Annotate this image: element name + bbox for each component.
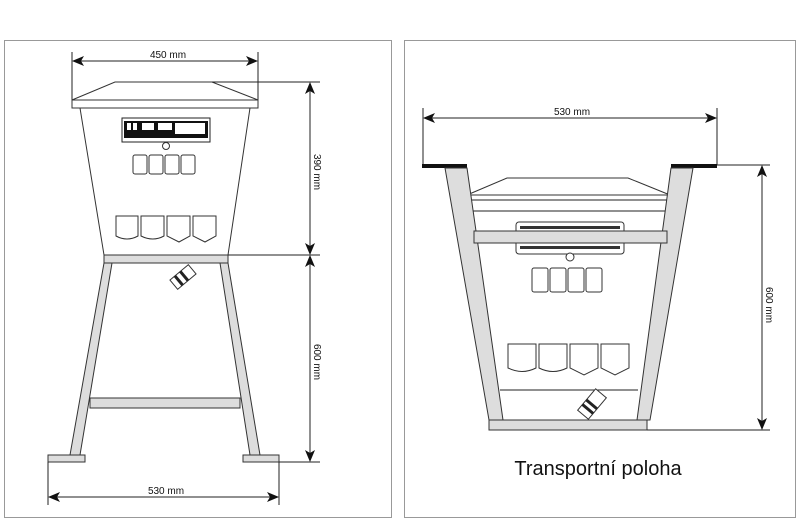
indicator-lamp xyxy=(162,142,170,150)
power-sockets xyxy=(507,343,630,376)
stand-top-bar xyxy=(103,254,229,264)
stand-leg-right xyxy=(636,167,694,421)
foot-left xyxy=(422,164,467,168)
inlet-plug xyxy=(169,263,197,291)
small-sockets xyxy=(531,267,603,293)
inlet-plug xyxy=(576,388,608,420)
left-view-panel: 450 mm xyxy=(4,40,392,518)
roof-rim xyxy=(71,99,259,109)
stand-crossbar xyxy=(89,397,241,409)
dimension-label-530: 530 mm xyxy=(148,486,184,497)
stand-crossbar xyxy=(473,230,668,244)
foot-right xyxy=(671,164,717,168)
stand-foot-left xyxy=(47,454,86,463)
indicator-lamp xyxy=(565,252,575,262)
stand-top-bar xyxy=(488,419,648,431)
dimension-label-390: 390 mm xyxy=(311,154,322,190)
dimension-label-600: 600 mm xyxy=(763,287,774,323)
small-sockets xyxy=(132,154,196,175)
dimension-label-600: 600 mm xyxy=(311,344,322,380)
dimension-label-530: 530 mm xyxy=(554,107,590,118)
power-sockets xyxy=(115,215,217,243)
stand-foot-right xyxy=(242,454,280,463)
right-view-panel: 530 mm xyxy=(404,40,796,518)
caption-transport-position: Transportní poloha xyxy=(514,458,682,480)
dimension-label-450: 450 mm xyxy=(150,50,186,61)
